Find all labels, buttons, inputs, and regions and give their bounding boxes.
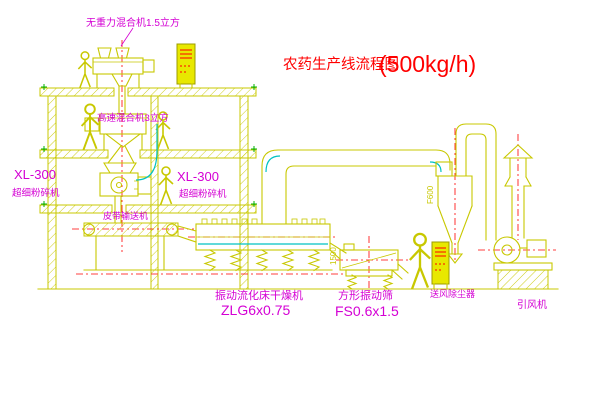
leader-line: [120, 27, 134, 47]
fan-base: [493, 262, 553, 271]
screen-inlet: [343, 243, 355, 251]
high-speed-mixer: [84, 113, 147, 164]
label-induced-fan: 引风机: [517, 298, 547, 311]
control-cabinet-lower: [431, 241, 450, 290]
discharge-flap: [446, 253, 464, 264]
label-screen-model: FS0.6x1.5: [335, 303, 399, 319]
cyclone-diameter-label: F600: [426, 185, 435, 204]
mixer-motor: [142, 59, 155, 73]
label-dust-collector: 送风除尘器: [430, 288, 475, 299]
reference-marks: [41, 84, 257, 207]
screen-dimension-label: 1500: [329, 247, 338, 265]
fan-pedestal: [497, 269, 549, 290]
worker-figure: [77, 51, 93, 89]
label-dryer-model: ZLG6x0.75: [221, 302, 290, 318]
feed-chute: [177, 225, 197, 243]
floor-slab-3: [125, 204, 257, 214]
spring: [307, 249, 321, 272]
label-mill-center-name: 超细粉碎机: [179, 188, 227, 200]
roof-slab: [39, 87, 115, 97]
screen-discharge: [391, 263, 409, 280]
pulverizer: [99, 124, 158, 224]
floor-slab-3: [39, 204, 113, 214]
roof-slab: [127, 87, 257, 97]
floor-slab-2: [139, 149, 257, 159]
mill-motor: [137, 176, 152, 195]
conveyor-roller: [165, 223, 179, 236]
cyclone-separator: F600: [426, 123, 497, 264]
conveying-pipe: [135, 124, 158, 181]
annotations: 无重力混合机1.5立方 高速混合机3立方 XL-300 超细粉碎机 XL-300…: [12, 16, 547, 319]
drawing-title: 农药生产线流程图: [283, 56, 399, 73]
label-dryer-name: 振动流化床干燥机: [215, 288, 303, 302]
building-structure: [37, 87, 559, 290]
induced-draft-fan: [493, 144, 553, 290]
label-mill-left-model: XL-300: [14, 167, 56, 182]
control-cabinet-upper: [176, 43, 196, 89]
outlet-pipe: [465, 133, 487, 241]
exhaust-duct: [261, 149, 453, 225]
fan-motor: [526, 239, 547, 258]
spring: [346, 274, 358, 290]
spring: [229, 249, 243, 272]
label-mill-left-name: 超细粉碎机: [12, 187, 60, 199]
outlet-pipe: [455, 123, 497, 241]
label-screen-name: 方形振动筛: [338, 288, 393, 302]
rain-cap: [502, 144, 534, 187]
label-gravity-mixer: 无重力混合机1.5立方: [86, 16, 180, 29]
worker-figure: [80, 103, 100, 151]
spring: [203, 249, 217, 272]
worker-figure: [158, 166, 174, 206]
centerlines: [72, 40, 556, 296]
spring: [382, 274, 394, 290]
belt-conveyor: [82, 222, 333, 271]
label-high-speed-mixer: 高速混合机3立方: [97, 112, 169, 124]
drawing-capacity: (500kg/h): [379, 51, 476, 77]
label-belt-conveyor: 皮带输送机: [103, 210, 148, 221]
fluid-bed-dryer: [177, 218, 347, 272]
floor-slab-2: [39, 149, 109, 159]
conveyor-roller: [82, 223, 96, 236]
gravity-mixer: [92, 47, 155, 115]
spring: [255, 249, 269, 272]
mixer-motor: [84, 117, 100, 132]
label-mill-center-model: XL-300: [177, 169, 219, 184]
spring: [281, 249, 295, 272]
worker-figure: [408, 232, 432, 291]
discharge-chute: [329, 242, 347, 260]
exhaust-stack: [511, 185, 525, 239]
vibrating-screen: 1500: [329, 243, 409, 290]
